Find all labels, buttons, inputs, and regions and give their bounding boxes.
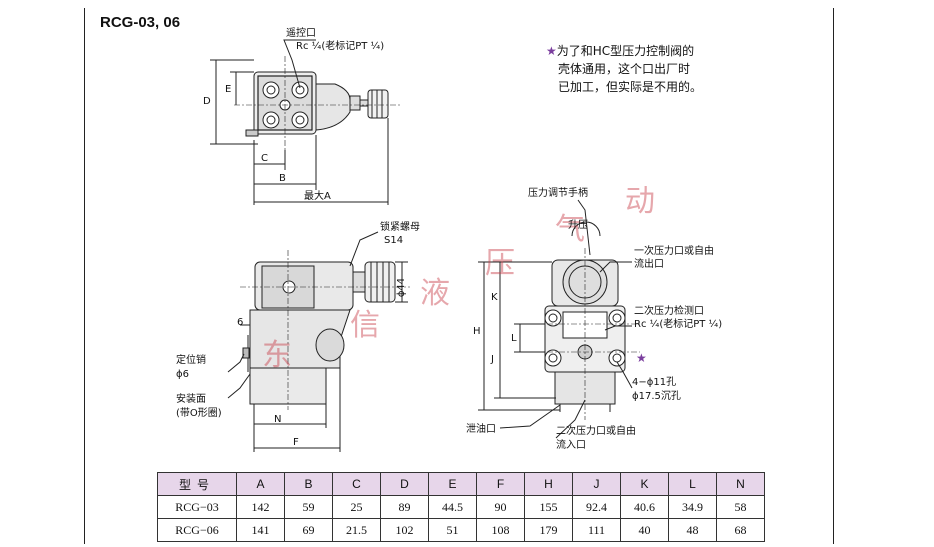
holes-label-1: 4−ϕ11孔 — [632, 377, 677, 388]
page-title: RCG-03, 06 — [100, 14, 181, 31]
dim-L-label: L — [511, 333, 517, 344]
table-cell: 102 — [380, 518, 429, 542]
mounting-face-note: (带O形圈) — [176, 408, 222, 419]
side-view — [227, 231, 410, 452]
raise-label: 升压 — [568, 220, 588, 231]
watermark-char-5: 气 — [555, 212, 585, 247]
factory-note: ★为了和HC型压力控制阀的 壳体通用，这个口出厂时 已加工，但实际是不用的。 — [546, 42, 702, 96]
star-icon: ★ — [546, 44, 557, 58]
header-model: 型号 — [157, 472, 237, 496]
remote-port-label: 遥控口 — [286, 28, 316, 39]
handle-label: 压力调节手柄 — [528, 188, 588, 199]
header-col: L — [668, 472, 717, 496]
header-col: E — [428, 472, 477, 496]
remote-port-spec: Rc ¼(老标记PT ¼) — [296, 41, 385, 52]
table-cell: 155 — [524, 495, 573, 519]
table-row: RCG−03 142 59 25 89 44.5 90 155 92.4 40.… — [157, 495, 765, 519]
watermark-char-3: 液 — [420, 276, 450, 311]
table-cell: 92.4 — [572, 495, 621, 519]
header-col: K — [620, 472, 669, 496]
table-cell: 69 — [284, 518, 333, 542]
secondary-check-label-2: Rc ¼(老标记PT ¼) — [634, 319, 723, 330]
table-cell: 68 — [716, 518, 765, 542]
table-cell: 58 — [716, 495, 765, 519]
secondary-check-label-1: 二次压力检测口 — [634, 306, 704, 317]
dim-D-label: D — [203, 96, 211, 107]
header-col: J — [572, 472, 621, 496]
secondary-port-label-2: 流入口 — [556, 440, 586, 451]
note-line-1: 为了和HC型压力控制阀的 — [556, 44, 695, 58]
dim-C-label: C — [261, 153, 268, 164]
mounting-face-label: 安装面 — [176, 394, 206, 405]
note-line-3: 已加工，但实际是不用的。 — [558, 80, 703, 94]
row-model: RCG−03 — [157, 495, 237, 519]
dim-6-label: 6 — [237, 317, 244, 328]
row-model: RCG−06 — [157, 518, 237, 542]
locating-pin-dia: ϕ6 — [176, 369, 189, 380]
primary-port-label-2: 流出口 — [634, 259, 664, 270]
watermark-char-2: 信 — [350, 308, 380, 343]
dia-44-label: ϕ44 — [396, 277, 408, 298]
table-row: RCG−06 141 69 21.5 102 51 108 179 111 40… — [157, 518, 765, 542]
table-cell: 34.9 — [668, 495, 717, 519]
dim-F-label: F — [293, 437, 299, 448]
dim-K-label: K — [491, 292, 498, 303]
locating-pin-label: 定位销 — [176, 355, 206, 366]
table-cell: 59 — [284, 495, 333, 519]
table-cell: 51 — [428, 518, 477, 542]
watermark-char-4: 压 — [485, 246, 515, 281]
header-col: C — [332, 472, 381, 496]
dim-max-A-label: 最大A — [304, 191, 331, 202]
table-cell: 90 — [476, 495, 525, 519]
top-view — [210, 39, 400, 205]
dim-B-label: B — [279, 173, 286, 184]
table-cell: 48 — [668, 518, 717, 542]
drain-port-label: 泄油口 — [466, 424, 496, 435]
watermark-char-6: 动 — [625, 184, 655, 219]
dimension-table: 型号 A B C D E F H J K L N RCG−03 142 59 2… — [157, 472, 765, 542]
table-cell: 44.5 — [428, 495, 477, 519]
note-line-2: 壳体通用，这个口出厂时 — [558, 62, 691, 76]
table-cell: 142 — [236, 495, 285, 519]
dim-N-label: N — [274, 414, 282, 425]
dim-E-label: E — [225, 84, 232, 95]
holes-label-2: ϕ17.5沉孔 — [632, 391, 681, 402]
header-col: B — [284, 472, 333, 496]
drawing-frame — [84, 8, 834, 544]
table-cell: 141 — [236, 518, 285, 542]
lock-nut-size: S14 — [384, 235, 404, 246]
header-col: A — [236, 472, 285, 496]
table-cell: 179 — [524, 518, 573, 542]
dim-H-label: H — [473, 326, 481, 337]
table-cell: 108 — [476, 518, 525, 542]
table-cell: 40.6 — [620, 495, 669, 519]
table-cell: 25 — [332, 495, 381, 519]
watermark-char-1: 东 — [262, 338, 292, 373]
header-col: F — [476, 472, 525, 496]
table-cell: 111 — [572, 518, 621, 542]
table-cell: 89 — [380, 495, 429, 519]
front-view — [478, 199, 640, 439]
primary-port-label-1: 一次压力口或自由 — [634, 246, 714, 257]
dim-J-label: J — [491, 354, 494, 365]
header-col: H — [524, 472, 573, 496]
header-col: D — [380, 472, 429, 496]
table-header-row: 型号 A B C D E F H J K L N — [157, 472, 765, 496]
table-cell: 21.5 — [332, 518, 381, 542]
lock-nut-label: 锁紧螺母 — [380, 222, 420, 233]
header-col: N — [716, 472, 765, 496]
secondary-port-label-1: 二次压力口或自由 — [556, 426, 636, 437]
table-cell: 40 — [620, 518, 669, 542]
star-mark-icon: ★ — [636, 351, 647, 365]
